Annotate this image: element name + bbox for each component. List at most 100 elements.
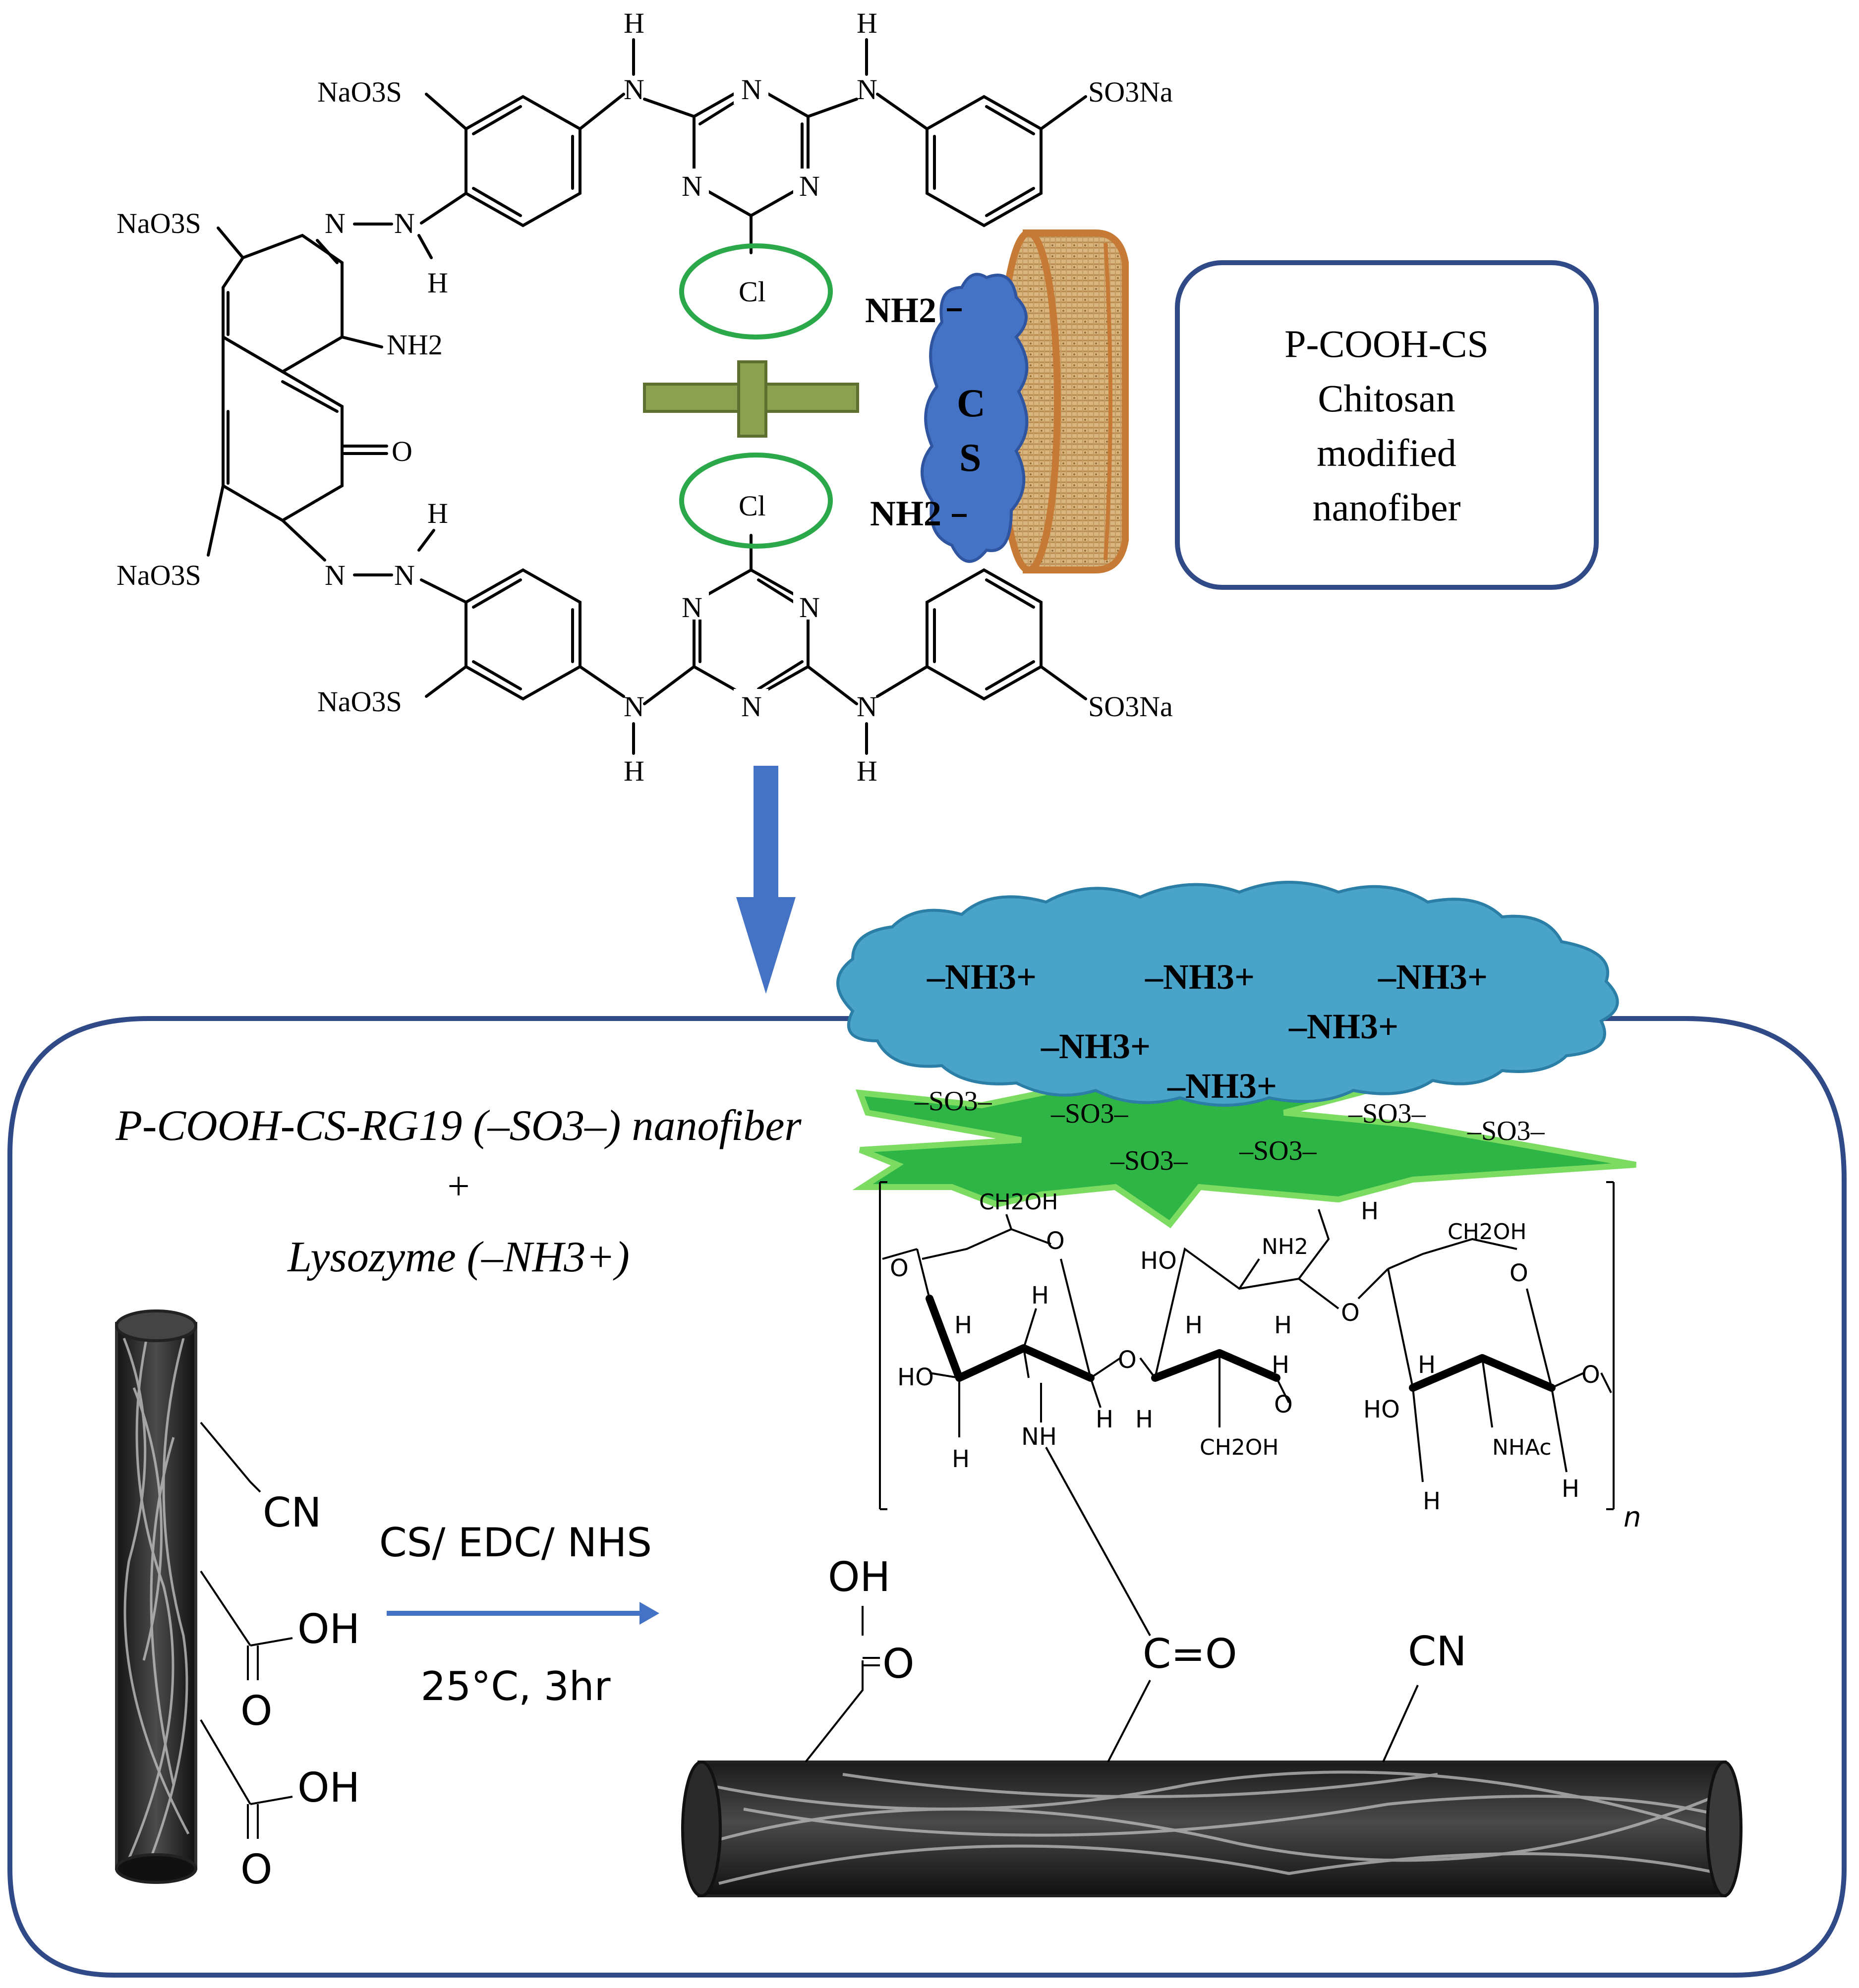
- ammonium-group: –NH3+: [1041, 1026, 1151, 1066]
- chitosan-layer: [921, 273, 1029, 563]
- legend-line-1: P-COOH-CS: [1284, 322, 1489, 365]
- h-atom: H: [1361, 1197, 1379, 1225]
- ammonium-group: –NH3+: [1288, 1007, 1398, 1046]
- hydroxymethyl-group: CH2OH: [979, 1190, 1058, 1215]
- sulfonate-group: –SO3–: [914, 1086, 992, 1117]
- n-atom: N: [799, 591, 820, 624]
- n-atom: N: [325, 559, 346, 591]
- n-atom: N: [394, 559, 415, 591]
- nao3s-group: NaO3S: [116, 207, 201, 239]
- chitosan-polymer-structure: n O O CH2OH HO H H H NH H O O HO NH2 H H: [879, 1181, 1641, 1534]
- bottom-panel-frame: [7, 1016, 1847, 1978]
- chlorine-atom: Cl: [739, 276, 766, 308]
- h-atom: H: [1135, 1406, 1153, 1433]
- ring-oxygen: O: [890, 1254, 909, 1282]
- h-atom: H: [624, 755, 644, 787]
- sulfonate-group: –SO3–: [1467, 1116, 1545, 1146]
- carboxylated-fiber-left: CN OH O OH O: [115, 1309, 360, 1893]
- nitrile-group: CN: [1408, 1628, 1467, 1675]
- nh2-group: NH2: [387, 329, 443, 361]
- sulfonate-group: –SO3–: [1110, 1145, 1188, 1176]
- h-atom: H: [624, 7, 644, 39]
- legend-line-4: nanofiber: [1313, 486, 1461, 529]
- down-arrow-icon: [736, 766, 796, 994]
- h-atom: H: [857, 755, 877, 787]
- nao3s-group: NaO3S: [116, 559, 201, 591]
- h-atom: H: [954, 1311, 972, 1339]
- nitrile-group: CN: [263, 1489, 322, 1536]
- panel-title-line-2: Lysozyme (–NH3+): [287, 1233, 630, 1281]
- chlorine-atom: Cl: [739, 490, 766, 522]
- h-atom: H: [1423, 1487, 1441, 1515]
- ammonium-group: –NH3+: [1378, 957, 1488, 997]
- h-atom: H: [1096, 1406, 1113, 1433]
- lysozyme-cloud: –NH3+ –NH3+ –NH3+ –NH3+ –NH3+ –NH3+: [836, 881, 1619, 1107]
- h-atom: H: [1185, 1311, 1203, 1339]
- h-atom: H: [1418, 1351, 1436, 1379]
- n-atom: N: [325, 207, 346, 239]
- h-atom: H: [1274, 1311, 1292, 1339]
- amine-group: NH2: [870, 494, 941, 533]
- n-atom: N: [682, 170, 702, 202]
- h-atom: H: [1031, 1282, 1049, 1309]
- so3na-group: SO3Na: [1088, 76, 1173, 108]
- h-atom: H: [427, 497, 448, 529]
- ring-oxygen: O: [1046, 1227, 1065, 1255]
- nao3s-group: NaO3S: [317, 76, 402, 108]
- hydroxymethyl-group: CH2OH: [1200, 1435, 1279, 1460]
- ammonium-group: –NH3+: [927, 957, 1037, 997]
- hydroxyl-group: OH: [297, 1606, 360, 1653]
- h-atom: H: [1562, 1475, 1579, 1503]
- legend-line-3: modified: [1317, 431, 1456, 474]
- h-atom: H: [427, 267, 448, 299]
- chlorine-highlight-ring: [679, 453, 833, 549]
- n-atom: N: [394, 207, 415, 239]
- amine-group: NH2: [1262, 1234, 1308, 1259]
- legend-line-2: Chitosan: [1318, 377, 1455, 420]
- acetamido-group: NHAc: [1492, 1435, 1552, 1460]
- chlorine-highlight-ring: [679, 243, 833, 340]
- carbonyl-oxygen: O: [882, 1641, 915, 1688]
- n-atom: N: [799, 170, 820, 202]
- glycosidic-oxygen: O: [1581, 1361, 1600, 1389]
- ammonium-group: –NH3+: [1167, 1066, 1277, 1106]
- hydroxyl-group: HO: [1140, 1247, 1177, 1275]
- reactive-dye-structure: H H N N N N N NaO3S SO3Na: [116, 7, 1173, 787]
- sulfonate-group: –SO3–: [1348, 1098, 1426, 1129]
- plus-text: +: [447, 1165, 469, 1208]
- ring-oxygen: O: [1274, 1391, 1293, 1419]
- hydroxyl-group: OH: [828, 1554, 890, 1601]
- amide-carbonyl: C=O: [1143, 1631, 1237, 1678]
- n-atom: N: [857, 690, 877, 723]
- n-atom: N: [857, 73, 877, 106]
- cs-label-s: S: [959, 436, 982, 480]
- carbonyl-oxygen: O: [240, 1688, 273, 1735]
- conditions-label: 25°C, 3hr: [420, 1663, 610, 1709]
- sulfonate-group: –SO3–: [1239, 1136, 1317, 1166]
- h-atom: H: [1272, 1351, 1289, 1379]
- so3na-group: SO3Na: [1088, 690, 1173, 723]
- ketone-oxygen: O: [392, 435, 412, 467]
- hydroxyl-group: OH: [297, 1764, 360, 1812]
- cs-label-c: C: [957, 382, 986, 425]
- chitosan-coated-fiber: C S NH2 NH2: [865, 229, 1129, 573]
- h-atom: H: [952, 1445, 970, 1473]
- hydroxyl-group: HO: [897, 1363, 934, 1391]
- legend-box: P-COOH-CS Chitosan modified nanofiber: [1175, 260, 1599, 590]
- sulfonate-group: –SO3–: [1050, 1098, 1129, 1129]
- n-atom: N: [624, 73, 644, 106]
- hydroxymethyl-group: CH2OH: [1448, 1219, 1527, 1245]
- plus-sign-icon: [643, 360, 859, 438]
- n-atom: N: [682, 591, 702, 624]
- reagents-label: CS/ EDC/ NHS: [379, 1520, 652, 1566]
- amine-group: NH2: [865, 290, 936, 330]
- panel-title-line-1: P-COOH-CS-RG19 (–SO3–) nanofiber: [115, 1102, 802, 1150]
- ring-oxygen: O: [1510, 1259, 1528, 1287]
- n-atom: N: [624, 690, 644, 723]
- n-atom: N: [741, 690, 762, 723]
- repeat-unit-subscript: n: [1624, 1501, 1641, 1534]
- n-atom: N: [741, 73, 762, 106]
- nh-group: NH: [1021, 1423, 1057, 1451]
- h-atom: H: [857, 7, 877, 39]
